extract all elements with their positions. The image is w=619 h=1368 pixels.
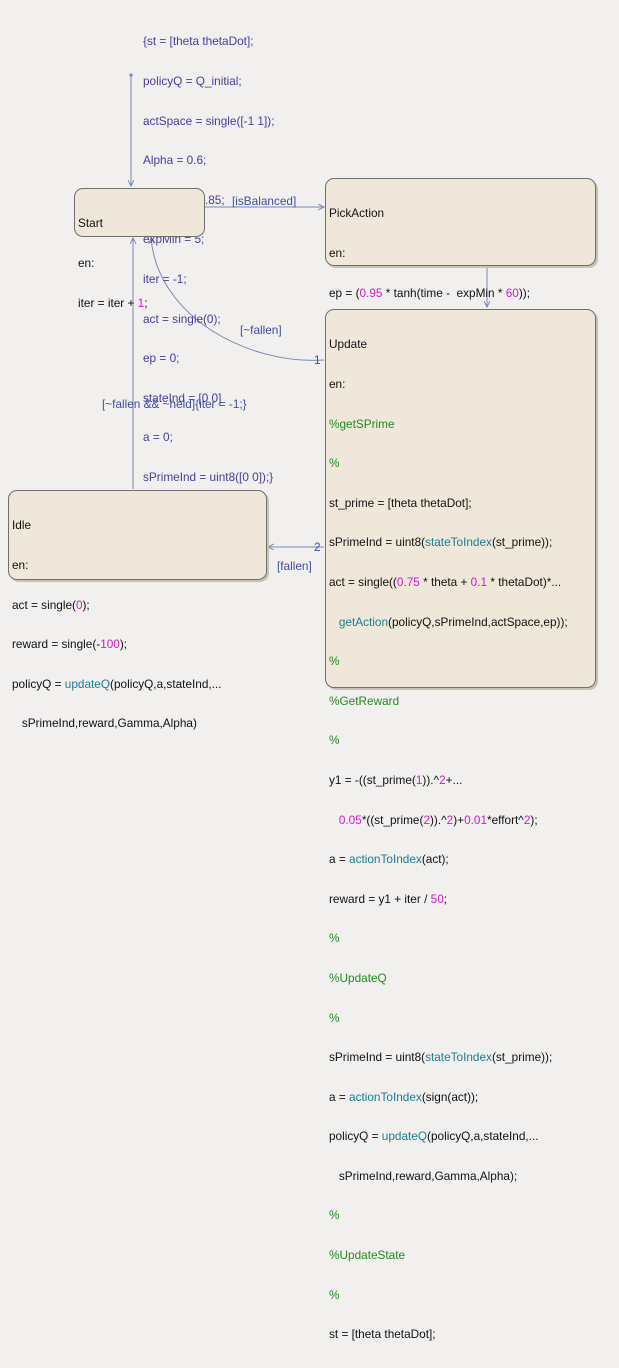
transition-order-1: 1 [314, 353, 321, 367]
default-transition-label: {st = [theta thetaDot]; policyQ = Q_init… [143, 34, 275, 484]
state-update[interactable]: Update en: %getSPrime % st_prime = [thet… [325, 309, 596, 1341]
state-start-entry: en: [78, 256, 95, 270]
state-update-name: Update [329, 337, 368, 352]
state-idle-name: Idle [12, 518, 32, 533]
state-start-name: Start [78, 216, 103, 231]
default-transition-dot [129, 73, 133, 77]
transition-label-fallen[interactable]: [fallen] [277, 559, 312, 573]
state-pickaction-name: PickAction [329, 206, 385, 221]
transition-label-not-fallen-held[interactable]: [~fallen && ~held]{iter = -1;} [102, 397, 247, 411]
state-start[interactable]: Start en: iter = iter + 1; [74, 188, 205, 309]
transition-label-is-balanced[interactable]: [isBalanced] [232, 194, 297, 208]
state-idle[interactable]: Idle en: act = single(0); reward = singl… [8, 490, 267, 730]
chart-transitions [0, 73, 619, 702]
transition-order-2: 2 [314, 540, 321, 554]
state-pickaction[interactable]: PickAction en: ep = (0.95 * tanh(time - … [325, 178, 596, 418]
transition-update-start [151, 238, 325, 361]
transition-label-not-fallen[interactable]: [~fallen] [240, 323, 282, 337]
state-start-action: iter = iter + 1; [78, 295, 148, 310]
